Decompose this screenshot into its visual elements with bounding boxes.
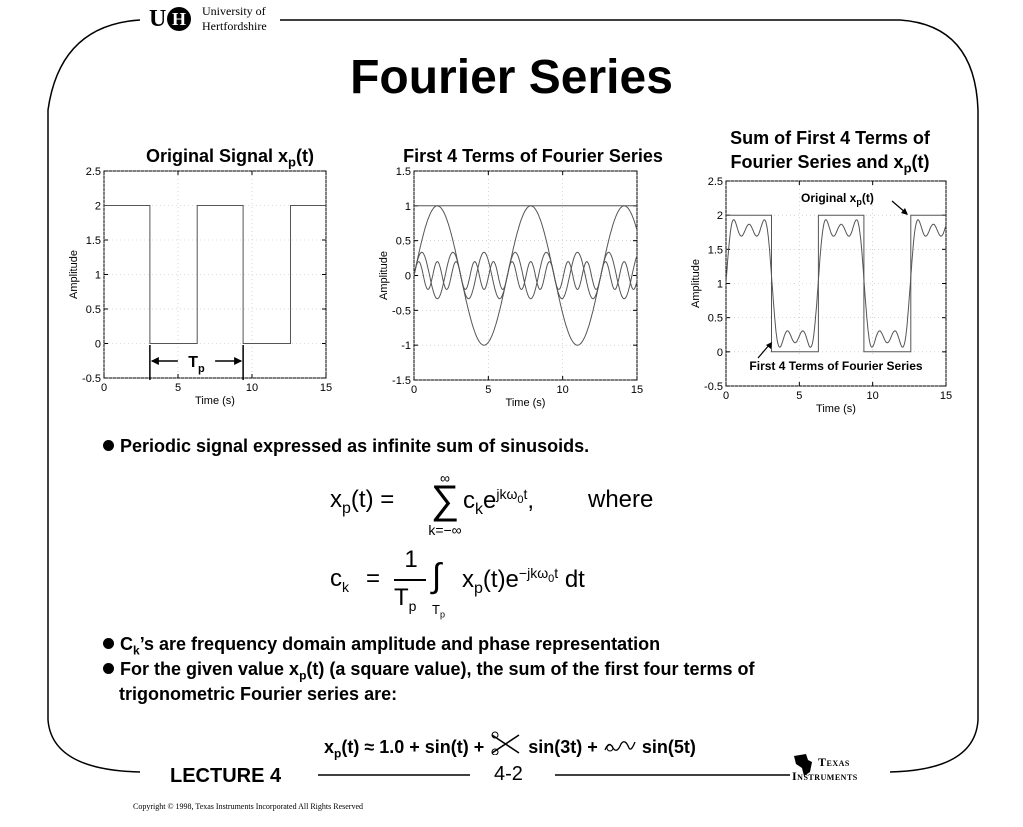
- fraction-bar: [394, 579, 426, 581]
- equation-fourier-series: xp(t) =: [330, 486, 395, 517]
- chart1-ytick-label: 0: [95, 339, 101, 351]
- period-label: Tp: [188, 354, 205, 375]
- chart1-series-line: [104, 205, 326, 344]
- arrow-right-icon: [234, 357, 243, 365]
- coefficient-one-third-icon: [491, 731, 520, 756]
- sum-sigma-icon: ∑: [430, 478, 460, 522]
- equation-ck: ck: [330, 565, 349, 595]
- bullet-given-value: For the given value xp(t) (a square valu…: [103, 659, 754, 683]
- bullet-ck: Ck’s are frequency domain amplitude and …: [103, 634, 660, 658]
- ti-logo: Texas Instruments: [792, 752, 892, 786]
- chart1-ylabel: Amplitude: [68, 250, 80, 299]
- bullet-dot-icon: [103, 638, 114, 649]
- chart2-series-line: [413, 205, 638, 346]
- integral-limit: Tp: [432, 602, 445, 620]
- coefficient-one-fifth-icon: [604, 741, 636, 752]
- bullet-given-value-line2: trigonometric Fourier series are:: [119, 684, 398, 704]
- ti-logo-line1: Texas: [818, 755, 850, 769]
- chart3-ytick-label: -0.5: [704, 381, 723, 393]
- chart1-xtick-label: 10: [246, 382, 258, 394]
- chart3-ytick-label: 0: [717, 347, 723, 359]
- chart3-xlabel: Time (s): [816, 403, 856, 415]
- integral-icon: ∫: [432, 557, 442, 595]
- chart2-ytick-label: 0.5: [396, 236, 411, 248]
- page-number: 4-2: [494, 763, 523, 785]
- annotation-bg: [730, 357, 942, 375]
- arrow-icon: [766, 342, 772, 349]
- arrow-left-icon: [150, 357, 159, 365]
- chart1-ytick-label: 2: [95, 201, 101, 213]
- chart2-series-line: [413, 261, 638, 290]
- equation-where: where: [588, 486, 654, 513]
- chart3-ylabel: Amplitude: [690, 259, 702, 308]
- ti-logo-icon: [794, 754, 812, 776]
- fraction-numerator: 1: [404, 546, 418, 573]
- chart3-series-line: [725, 219, 947, 348]
- bullet-periodic: Periodic signal expressed as infinite su…: [103, 436, 589, 457]
- chart3-xtick-label: 0: [723, 390, 729, 402]
- chart3-title: Sum of First 4 Terms of Fourier Series a…: [730, 128, 930, 176]
- chart1-title: Original Signal xp(t): [146, 146, 314, 170]
- fraction-denominator: Tp: [394, 584, 417, 614]
- equation-equals: =: [366, 565, 381, 592]
- slide-title: Fourier Series: [350, 51, 673, 104]
- chart2-xtick-label: 0: [411, 384, 417, 396]
- chart1-ytick-label: 0.5: [86, 304, 101, 316]
- equation-term: ckejkω0t,: [463, 486, 535, 518]
- chart2-title: First 4 Terms of Fourier Series: [403, 146, 663, 166]
- equation-approximation: xp(t) ≈ 1.0 + sin(t) + sin(3t) + sin(5t): [324, 731, 696, 761]
- annotation-original: Original xp(t): [801, 191, 874, 207]
- chart1-ytick-label: 1: [95, 270, 101, 282]
- chart2-series-line: [413, 251, 638, 300]
- chart1-ytick-label: 2.5: [86, 166, 101, 178]
- chart3-ytick-label: 1: [717, 279, 723, 291]
- chart3-xtick-label: 15: [940, 390, 952, 402]
- chart3-xtick-label: 5: [796, 390, 802, 402]
- university-name: University of Hertfordshire: [202, 4, 267, 33]
- chart2-xtick-label: 10: [557, 384, 569, 396]
- uh-logo-h: H: [167, 7, 191, 31]
- chart3-ytick-label: 0.5: [708, 313, 723, 325]
- chart3-ytick-label: 2: [717, 210, 723, 222]
- chart2-ytick-label: 0: [405, 271, 411, 283]
- arrow-icon: [901, 208, 908, 215]
- chart3-xtick-label: 10: [867, 390, 879, 402]
- chart2-xlabel: Time (s): [506, 397, 546, 409]
- chart2-xtick-label: 15: [631, 384, 643, 396]
- uh-logo-mark: U: [149, 6, 166, 32]
- sum-lower-limit: k=−∞: [428, 522, 462, 538]
- chart1-ytick-label: 1.5: [86, 235, 101, 247]
- sum-upper-limit: ∞: [440, 470, 450, 486]
- bullet-dot-icon: [103, 663, 114, 674]
- chart3-ytick-label: 2.5: [708, 176, 723, 188]
- chart2-axes-box: [413, 170, 638, 381]
- chart2-ytick-label: -1: [401, 340, 411, 352]
- chart2-ylabel: Amplitude: [378, 251, 390, 300]
- chart1-ytick-label: -0.5: [82, 373, 101, 385]
- copyright-notice: Copyright © 1998, Texas Instruments Inco…: [133, 802, 364, 811]
- chart2-ytick-label: 1.5: [396, 166, 411, 178]
- chart1-xtick-label: 15: [320, 382, 332, 394]
- annotation-fourier: First 4 Terms of Fourier Series: [749, 359, 922, 373]
- chart2-xtick-label: 5: [485, 384, 491, 396]
- chart2-ytick-label: 1: [405, 201, 411, 213]
- chart1-xtick-label: 0: [101, 382, 107, 394]
- chart1-xlabel: Time (s): [195, 395, 235, 407]
- chart2-ytick-label: -1.5: [392, 375, 411, 387]
- chart2-ytick-label: -0.5: [392, 305, 411, 317]
- chart3-ytick-label: 1.5: [708, 244, 723, 256]
- ti-logo-line2: Instruments: [792, 769, 858, 783]
- bullet-dot-icon: [103, 440, 114, 451]
- equation-integrand: xp(t)e−jkω0t dt: [462, 565, 585, 597]
- chart1-xtick-label: 5: [175, 382, 181, 394]
- lecture-label: LECTURE 4: [170, 765, 282, 787]
